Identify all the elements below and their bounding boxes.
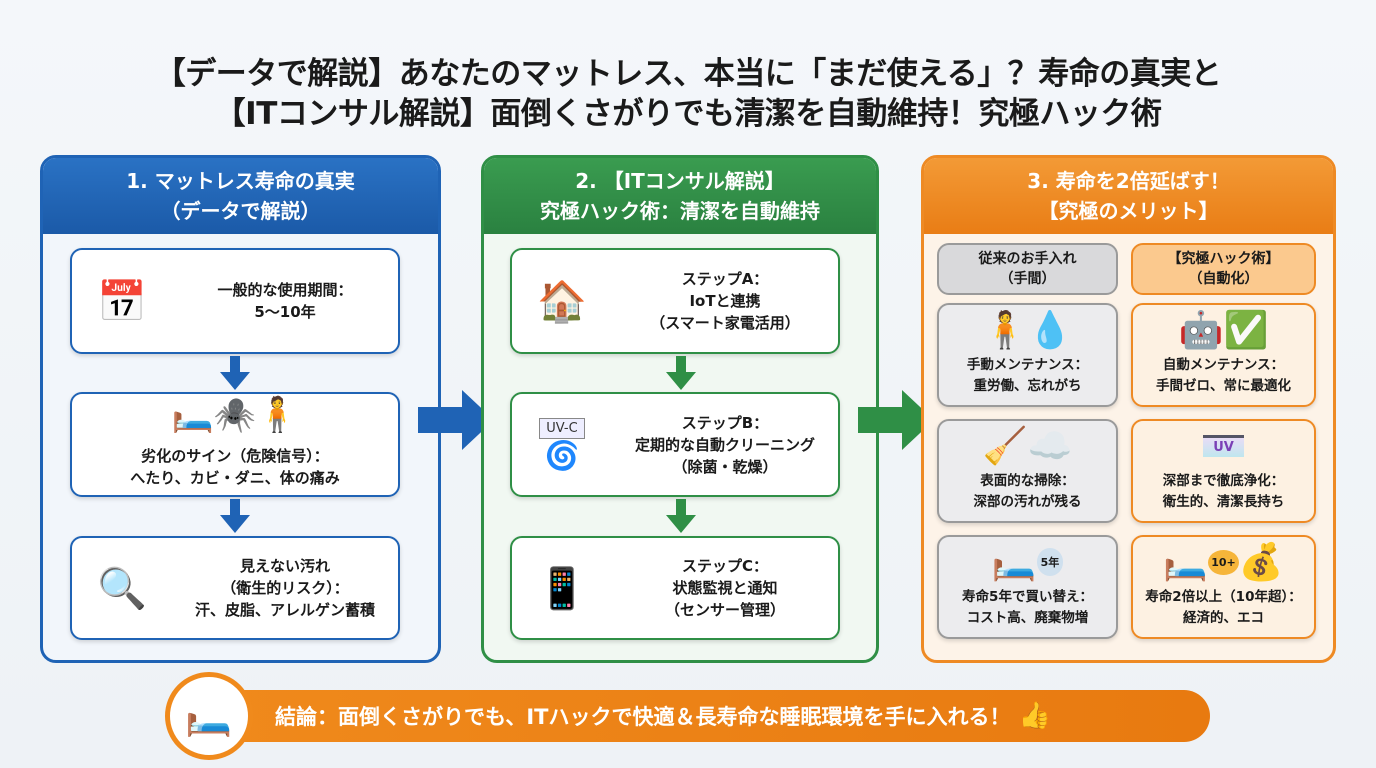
panel-header: 1. マットレス寿命の真実 （データで解説）: [43, 158, 438, 234]
sparkling-mattress-icon: 🛏️: [165, 672, 253, 760]
card-text: （衛生的リスク）：: [221, 579, 349, 597]
card-text: 寿命5年で買い替え：: [962, 589, 1093, 605]
card-double-lifespan: 🛏️10+💰 寿命2倍以上（10年超）： 経済的、エコ: [1131, 535, 1316, 639]
header-line: 1. マットレス寿命の真実: [126, 169, 355, 193]
arrow-right-icon: [858, 390, 934, 454]
card-auto-maintenance: 🤖✅ 自動メンテナンス： 手間ゼロ、常に最適化: [1131, 303, 1316, 407]
card-text: IoTと連携: [689, 292, 761, 310]
card-invisible-dirt: 🔍 見えない汚れ （衛生的リスク）： 汗、皮脂、アレルゲン蓄積: [70, 536, 400, 640]
column-header-text: 【究極ハック術】: [1167, 251, 1280, 267]
arrow-down-icon: [666, 372, 696, 390]
conclusion-text: 結論：面倒くさがりでも、ITハックで快適＆長寿命な睡眠環境を手に入れる！: [275, 705, 1011, 729]
header-line: 【究極のメリット】: [1038, 199, 1219, 223]
uv-mattress-icon: UV: [1203, 421, 1244, 471]
arrow-down-icon: [676, 499, 686, 517]
card-text: 手間ゼロ、常に最適化: [1156, 378, 1291, 394]
smart-home-robot-vacuum-icon: 🏠: [537, 278, 587, 325]
worn-mattress-mite-backpain-icon: 🛏️🕷️🧍: [171, 395, 299, 435]
badge-10-plus: 10+: [1208, 549, 1239, 575]
card-text: 状態監視と通知: [672, 579, 778, 597]
card-text: 自動メンテナンス：: [1162, 357, 1285, 373]
uv-label: UV: [1203, 435, 1244, 457]
panel-header: 2. 【ITコンサル解説】 究極ハック術：清潔を自動維持: [484, 158, 876, 234]
badge-5-years: 5年: [1036, 548, 1064, 576]
card-manual-maintenance: 🧍💧 手動メンテナンス： 重労働、忘れがち: [937, 303, 1118, 407]
arrow-down-icon: [220, 372, 250, 390]
person-lifting-mattress-icon: 🧍💧: [982, 310, 1073, 351]
calendar-clock-icon: 📅: [97, 278, 147, 325]
card-text: 表面的な掃除：: [980, 473, 1075, 489]
card-text: へたり、カビ・ダニ、体の痛み: [130, 469, 340, 487]
card-text: （センサー管理）: [664, 601, 785, 619]
column-header-text: （自動化）: [1188, 271, 1259, 287]
card-text: ステップA：: [681, 270, 769, 288]
conclusion-banner: 結論：面倒くさがりでも、ITハックで快適＆長寿命な睡眠環境を手に入れる！ 👍: [175, 690, 1210, 742]
arrow-down-icon: [220, 515, 250, 533]
card-text: 深部の汚れが残る: [973, 494, 1082, 510]
card-surface-cleaning: 🧹☁️ 表面的な掃除： 深部の汚れが残る: [937, 419, 1118, 523]
title-line-2: 【ITコンサル解説】面倒くさがりでも清潔を自動維持！究極ハック術: [214, 96, 1162, 132]
thumbs-up-icon: 👍: [1018, 701, 1051, 731]
card-text: 劣化のサイン（危険信号）：: [141, 447, 329, 465]
card-text: 5〜10年: [254, 303, 316, 321]
arrow-right-icon: [418, 390, 494, 454]
header-line: 究極ハック術：清潔を自動維持: [540, 199, 820, 223]
broken-mattress-icon: 🛏️5年: [992, 537, 1064, 587]
card-replace-5-years: 🛏️5年 寿命5年で買い替え： コスト高、廃棄物増: [937, 535, 1118, 639]
card-text: 寿命2倍以上（10年超）：: [1145, 589, 1302, 605]
card-step-b: UV-C🌀 ステップB： 定期的な自動クリーニング （除菌・乾燥）: [510, 392, 840, 497]
card-text: 一般的な使用期間：: [217, 281, 353, 299]
header-line: 3. 寿命を2倍延ばす！: [1027, 169, 1230, 193]
card-text: ステップC：: [681, 557, 768, 575]
card-step-c: 📱 ステップC： 状態監視と通知 （センサー管理）: [510, 536, 840, 640]
arrow-down-icon: [230, 356, 240, 374]
title-line-1: 【データで解説】あなたのマットレス、本当に「まだ使える」？寿命の真実と: [154, 56, 1222, 92]
card-text: ステップB：: [681, 413, 769, 432]
header-line: （データで解説）: [160, 199, 321, 223]
column-header-text: 従来のお手入れ: [978, 251, 1077, 267]
card-text: 深部まで徹底浄化：: [1162, 473, 1285, 489]
card-text: （スマート家電活用）: [650, 314, 800, 332]
arrow-down-icon: [666, 515, 696, 533]
card-text: コスト高、廃棄物増: [966, 610, 1089, 626]
card-text: 手動メンテナンス：: [966, 357, 1089, 373]
header-line: 2. 【ITコンサル解説】: [575, 169, 785, 193]
robot-check-icon: 🤖✅: [1178, 310, 1269, 351]
card-text: （除菌・乾燥）: [672, 457, 778, 476]
card-text: 汗、皮脂、アレルゲン蓄積: [194, 601, 375, 619]
card-text: 衛生的、清潔長持ち: [1162, 494, 1285, 510]
arrow-down-icon: [230, 499, 240, 517]
card-step-a: 🏠 ステップA： IoTと連携 （スマート家電活用）: [510, 248, 840, 354]
column-header-text: （手間）: [999, 271, 1056, 287]
card-deep-purification: UV 深部まで徹底浄化： 衛生的、清潔長持ち: [1131, 419, 1316, 523]
column-header-traditional: 従来のお手入れ （手間）: [937, 243, 1118, 295]
card-text: 定期的な自動クリーニング: [634, 435, 815, 454]
card-text: 重労働、忘れがち: [973, 378, 1082, 394]
uv-c-label: UV-C: [539, 417, 585, 439]
smartphone-heart-monitor-icon: 📱: [537, 565, 587, 612]
card-deterioration-signs: 🛏️🕷️🧍 劣化のサイン（危険信号）： へたり、カビ・ダニ、体の痛み: [70, 392, 400, 497]
card-text: 見えない汚れ: [239, 557, 330, 575]
panel-header: 3. 寿命を2倍延ばす！ 【究極のメリット】: [924, 158, 1333, 234]
mattress-money-bag-icon: 🛏️10+💰: [1163, 542, 1284, 583]
column-header-automated: 【究極ハック術】 （自動化）: [1131, 243, 1316, 295]
vacuum-dust-icon: 🧹☁️: [982, 426, 1073, 467]
card-text: 経済的、エコ: [1183, 610, 1264, 626]
arrow-down-icon: [676, 356, 686, 374]
magnifier-bacteria-icon: 🔍: [97, 565, 147, 612]
uv-c-fan-icon: UV-C🌀: [512, 417, 612, 472]
card-usage-period: 📅 一般的な使用期間： 5〜10年: [70, 248, 400, 354]
